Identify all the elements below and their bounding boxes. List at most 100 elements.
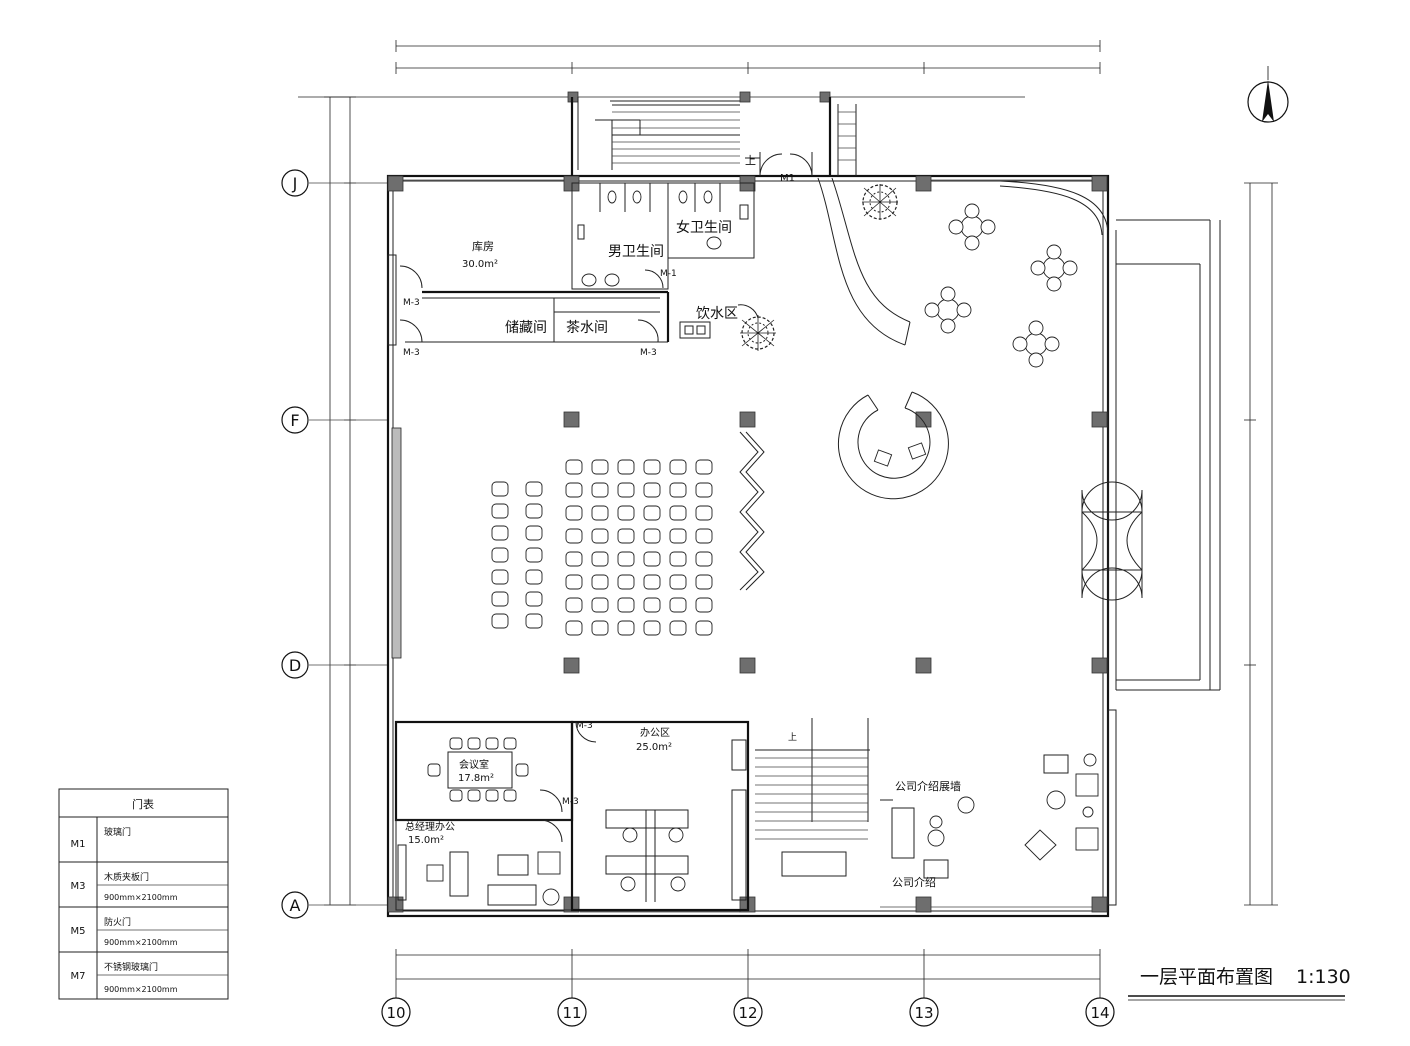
reception-desk xyxy=(837,391,949,500)
svg-text:M-3: M-3 xyxy=(640,348,657,358)
svg-text:M-3: M-3 xyxy=(403,298,420,308)
svg-text:女卫生间: 女卫生间 xyxy=(676,219,732,236)
cafe-table xyxy=(924,286,972,334)
lounge-area: 公司介绍展墙 公司介绍 xyxy=(880,709,1117,906)
svg-text:门表: 门表 xyxy=(132,797,154,811)
svg-text:防火门: 防火门 xyxy=(104,916,131,928)
auditorium-chair xyxy=(491,547,509,563)
auditorium-chair xyxy=(565,620,583,636)
auditorium-chair xyxy=(617,482,635,498)
svg-text:会议室: 会议室 xyxy=(459,758,489,771)
auditorium-chair xyxy=(491,481,509,497)
auditorium-chair xyxy=(669,528,687,544)
north-arrow-icon xyxy=(1247,66,1289,123)
top-stair-tower: 上 M1 xyxy=(570,97,857,184)
cafe-table xyxy=(1030,244,1078,292)
auditorium-chair xyxy=(591,574,609,590)
svg-text:M-1: M-1 xyxy=(660,269,677,279)
auditorium-chair xyxy=(643,597,661,613)
svg-text:A: A xyxy=(290,896,301,915)
auditorium-chair xyxy=(617,459,635,475)
auditorium-chair xyxy=(617,597,635,613)
auditorium-chair xyxy=(643,505,661,521)
auditorium-chair xyxy=(525,547,543,563)
meeting-room: 会议室 17.8m² xyxy=(394,720,574,822)
auditorium-chair xyxy=(643,482,661,498)
auditorium-chair xyxy=(643,620,661,636)
grid-bubble-j: J xyxy=(281,169,309,197)
revolving-door xyxy=(1081,481,1143,601)
auditorium-chair xyxy=(525,591,543,607)
auditorium-seating xyxy=(491,459,713,636)
row-grid-bubbles: J F D A xyxy=(281,169,388,919)
plant-icon xyxy=(862,184,898,220)
auditorium-chair xyxy=(617,620,635,636)
auditorium-chair xyxy=(591,528,609,544)
auditorium-chair xyxy=(695,551,713,567)
svg-text:F: F xyxy=(290,411,299,430)
svg-text:库房: 库房 xyxy=(472,240,494,253)
water-area: 饮水区 xyxy=(679,304,759,339)
auditorium-chair xyxy=(565,574,583,590)
auditorium-chair xyxy=(591,620,609,636)
auditorium-chair xyxy=(591,597,609,613)
auditorium-chair xyxy=(565,528,583,544)
auditorium-chair xyxy=(565,597,583,613)
svg-text:M-3: M-3 xyxy=(576,721,593,731)
grid-bubble-12: 12 xyxy=(733,997,763,1027)
auditorium-chair xyxy=(565,505,583,521)
svg-text:总经理办公: 总经理办公 xyxy=(405,820,455,833)
auditorium-chair xyxy=(669,459,687,475)
grid-bubble-a: A xyxy=(281,891,309,919)
auditorium-chair xyxy=(617,551,635,567)
svg-text:M1: M1 xyxy=(780,173,795,184)
restrooms: 男卫生间 女卫生间 M-1 xyxy=(571,182,755,290)
auditorium-chair xyxy=(695,574,713,590)
grid-bubble-14: 14 xyxy=(1085,997,1115,1027)
auditorium-chair xyxy=(591,459,609,475)
auditorium-chair xyxy=(617,574,635,590)
auditorium-chair xyxy=(669,574,687,590)
auditorium-chair xyxy=(669,551,687,567)
auditorium-chair xyxy=(525,503,543,519)
auditorium-chair xyxy=(525,525,543,541)
svg-text:17.8m²: 17.8m² xyxy=(458,773,494,784)
svg-text:男卫生间: 男卫生间 xyxy=(608,244,664,260)
auditorium-chair xyxy=(695,505,713,521)
auditorium-chair xyxy=(643,574,661,590)
auditorium-chair xyxy=(695,597,713,613)
auditorium-chair xyxy=(643,528,661,544)
svg-text:上: 上 xyxy=(788,732,797,743)
curved-corner-wall xyxy=(999,180,1109,236)
svg-text:上: 上 xyxy=(745,154,756,167)
svg-text:10: 10 xyxy=(386,1004,405,1022)
storage-and-service: 库房 30.0m² 储藏间 茶水间 M-3 M-3 M-3 xyxy=(399,240,670,358)
auditorium-chair xyxy=(669,505,687,521)
right-dimension-lines xyxy=(1244,182,1278,906)
grid-bubble-d: D xyxy=(281,651,309,679)
folding-screen xyxy=(739,431,765,591)
svg-text:D: D xyxy=(289,656,301,675)
auditorium-chair xyxy=(669,482,687,498)
auditorium-chair xyxy=(669,620,687,636)
auditorium-chair xyxy=(565,482,583,498)
svg-text:M3: M3 xyxy=(71,881,86,892)
svg-text:M1: M1 xyxy=(71,839,86,850)
office-area: 办公区 25.0m² M-3 M-3 xyxy=(562,720,750,912)
auditorium-chair xyxy=(591,482,609,498)
auditorium-chair xyxy=(591,551,609,567)
auditorium-chair xyxy=(643,551,661,567)
cafe-tables xyxy=(924,203,1078,368)
drawing-title: 一层平面布置图 xyxy=(1140,966,1273,988)
auditorium-chair xyxy=(525,569,543,585)
svg-text:M-3: M-3 xyxy=(562,797,579,807)
svg-text:不锈钢玻璃门: 不锈钢玻璃门 xyxy=(104,961,158,973)
grid-bubble-10: 10 xyxy=(381,997,411,1027)
grid-bubble-11: 11 xyxy=(557,997,587,1027)
auditorium-chair xyxy=(695,459,713,475)
svg-text:12: 12 xyxy=(738,1004,757,1022)
svg-text:公司介绍: 公司介绍 xyxy=(892,875,936,889)
svg-text:J: J xyxy=(292,174,298,193)
auditorium-chair xyxy=(491,569,509,585)
